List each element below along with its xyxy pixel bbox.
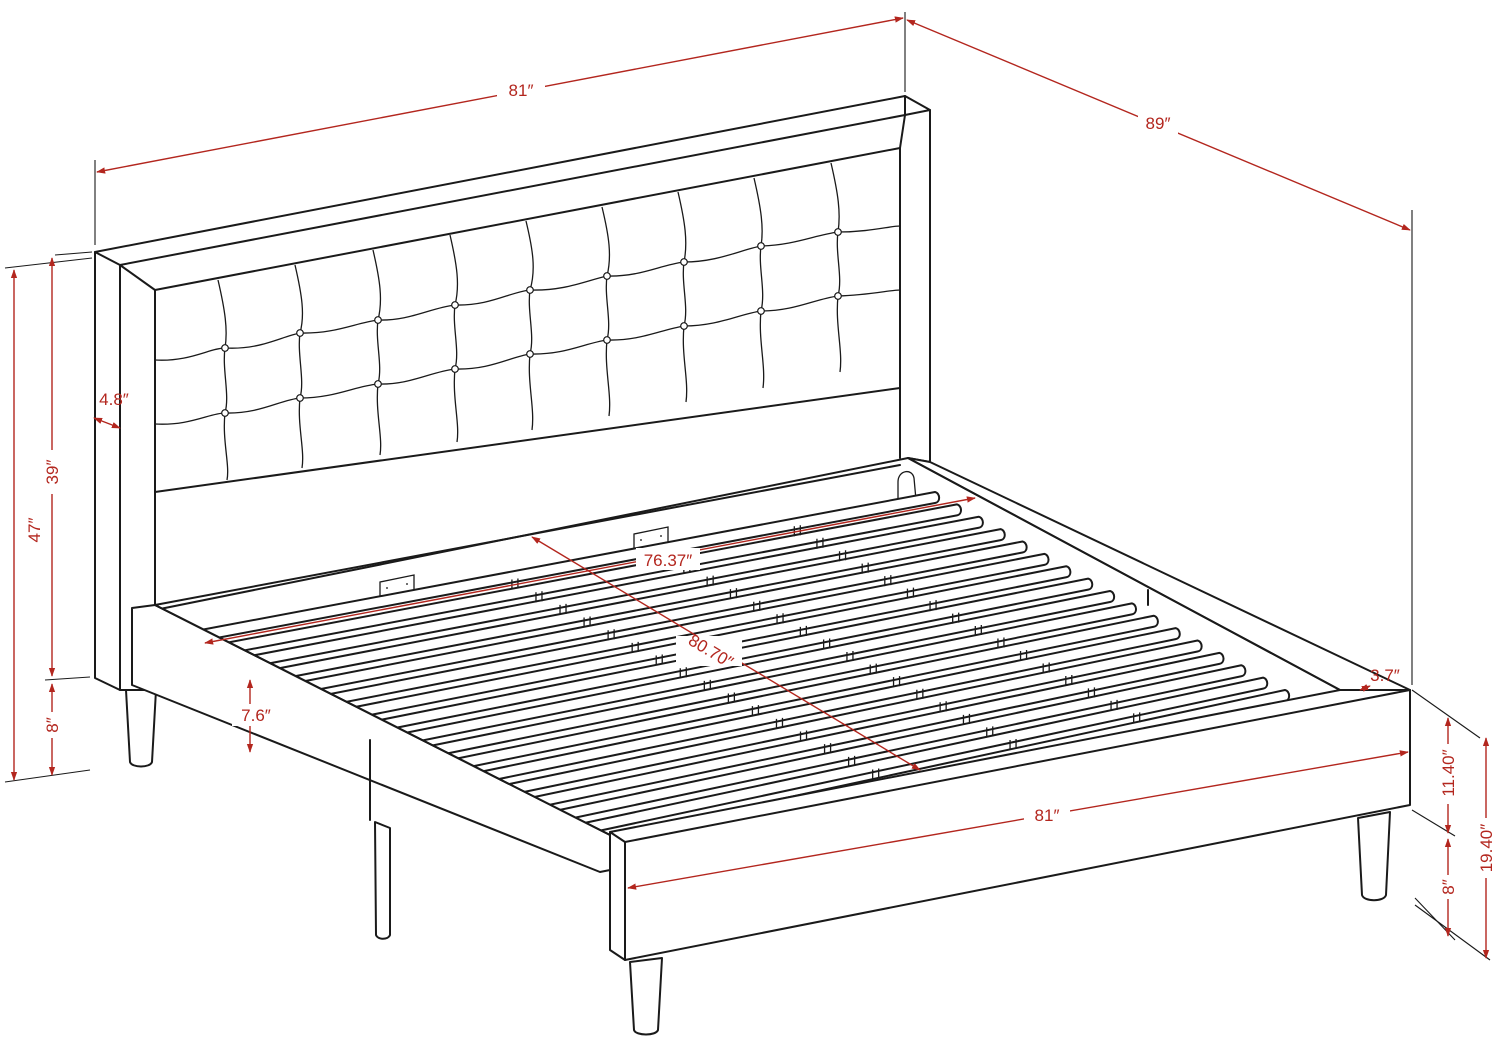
center-support [1087,687,1096,699]
center-support [1110,699,1118,711]
center-support [986,726,994,738]
footboard-height-label: 11.40″ [1439,749,1458,796]
tufting-buttons [221,228,842,417]
center-support [1009,738,1017,750]
footboard-overall-height-label: 19.40″ [1477,824,1496,873]
footboard-thickness-label: 3.7″ [1370,666,1400,685]
center-support [1019,649,1028,661]
headboard-thickness-label: 4.8″ [99,390,129,409]
headboard-height-label: 39″ [43,460,62,485]
inner-width-label: 76.37″ [644,551,693,570]
headboard-leg [125,689,157,768]
width-label-foot: 81″ [1035,806,1060,825]
center-support [1133,712,1141,724]
center-support [962,713,971,725]
foot-leg-height-label: 8″ [1439,879,1458,894]
center-support [997,637,1005,649]
width-label-top: 81″ [509,81,534,100]
rail-height-label: 7.6″ [241,706,271,725]
center-support [1042,662,1050,674]
overall-height-label: 47″ [25,518,44,543]
center-support [939,701,947,713]
dimension-lines: 81″ 89″ 47″ 39″ 8″ 4.8″ 7.6″ 76.37″ 80.7… [4,12,1496,961]
center-support [1065,674,1073,686]
head-leg-height-label: 8″ [43,717,62,732]
bed-frame [94,95,1411,1036]
length-label: 89″ [1146,114,1171,133]
